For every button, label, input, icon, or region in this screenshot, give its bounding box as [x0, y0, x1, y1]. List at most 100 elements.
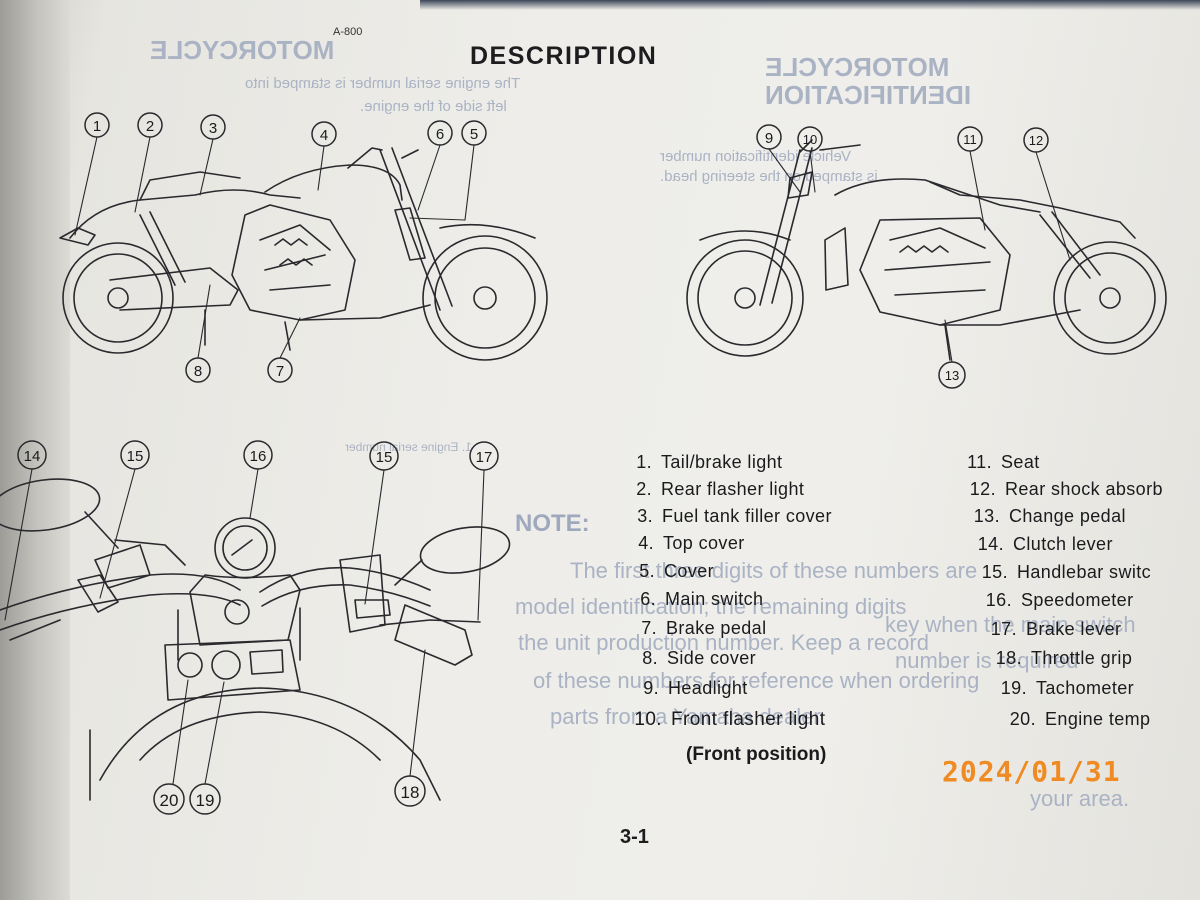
callout-14: 14 — [17, 440, 47, 470]
part-item: 6.Main switch — [624, 589, 763, 610]
rear-wheel — [1053, 241, 1167, 355]
part-label: Rear shock absorb — [1005, 479, 1163, 499]
callout-3: 3 — [200, 114, 226, 140]
callout-1: 1 — [84, 112, 110, 138]
part-number: 11. — [967, 452, 992, 472]
svg-text:11: 11 — [963, 132, 977, 147]
right-mirror — [419, 526, 511, 574]
callout-15: 15 — [369, 441, 399, 471]
part-item: 10.Front flasher light — [622, 709, 825, 731]
svg-text:7: 7 — [276, 363, 284, 380]
left-side-view — [59, 147, 548, 361]
svg-text:2: 2 — [146, 118, 154, 135]
callouts: 1 2 3 4 6 5 8 7 9 10 11 12 13 14 15 16 1… — [17, 112, 1049, 815]
part-label: Tachometer — [1036, 678, 1135, 698]
left-mirror — [0, 478, 101, 532]
svg-text:19: 19 — [196, 791, 215, 810]
part-number: 20. — [1009, 709, 1036, 729]
part-number: 14. — [977, 534, 1004, 554]
callout-8: 8 — [185, 357, 211, 383]
page-code: A-800 — [333, 26, 363, 38]
svg-text:6: 6 — [436, 126, 444, 143]
part-item: 12.Rear shock absorb — [962, 479, 1163, 500]
part-number: 10. — [634, 709, 662, 730]
callout-7: 7 — [267, 357, 293, 383]
part-label: Side cover — [667, 648, 757, 668]
svg-text:10: 10 — [803, 132, 817, 147]
svg-text:5: 5 — [470, 126, 478, 143]
svg-text:12: 12 — [1029, 133, 1043, 148]
callout-18: 18 — [394, 775, 426, 807]
svg-text:8: 8 — [194, 363, 202, 380]
svg-text:13: 13 — [945, 368, 959, 383]
bleed-line: parts from a Yamaha dealer. — [550, 704, 826, 729]
part-label: Brake pedal — [666, 618, 767, 638]
svg-text:15: 15 — [376, 449, 393, 466]
part-number: 18. — [995, 648, 1022, 668]
part-number: 9. — [643, 678, 659, 698]
bleed-line: the unit production number. Keep a recor… — [518, 630, 929, 655]
part-number: 13. — [973, 506, 1000, 526]
part-item: 15. Handlebar switc — [974, 562, 1151, 583]
page-top-edge — [420, 0, 1200, 10]
part-label: Brake lever — [1026, 619, 1122, 639]
svg-text:15: 15 — [127, 448, 144, 465]
part-number: 7. — [641, 618, 657, 638]
front-wheel — [686, 239, 804, 357]
callout-5: 5 — [461, 120, 487, 146]
part-label: Change pedal — [1009, 506, 1126, 526]
callout-12: 12 — [1023, 127, 1049, 153]
part-label: Seat — [1001, 452, 1040, 472]
part-item: 11. Seat — [958, 452, 1040, 473]
leader-lines — [4, 136, 1071, 785]
part-number: 4. — [638, 533, 654, 553]
throttle-grip-shape — [394, 604, 473, 666]
part-number: 3. — [637, 506, 653, 526]
bleed-line: key when the main switch — [885, 612, 1136, 637]
part-item: 2.Rear flasher light — [620, 479, 804, 500]
tachometer-gauge — [211, 650, 241, 680]
part-label: Top cover — [663, 533, 745, 553]
callout-4: 4 — [311, 121, 337, 147]
callout-19: 19 — [189, 783, 221, 815]
svg-text:18: 18 — [401, 783, 420, 802]
svg-text:16: 16 — [250, 448, 267, 465]
bleed-line: your area. — [1030, 786, 1130, 811]
part-number: 15. — [981, 562, 1008, 582]
part-number: 6. — [640, 589, 656, 609]
part-number: 16. — [985, 590, 1012, 610]
part-number: 1. — [636, 452, 652, 472]
handlebar-view — [0, 478, 511, 801]
callout-10: 10 — [797, 126, 823, 152]
page-number: 3-1 — [620, 826, 649, 848]
date-stamp: 2024/01/31 — [942, 755, 1121, 788]
bleed-line: model identification; the remaining digi… — [515, 594, 907, 619]
part-label: Cover — [664, 561, 715, 581]
part-item: 18. Throttle grip — [988, 648, 1132, 669]
part-number: 17. — [990, 619, 1017, 639]
part-label: Throttle grip — [1031, 648, 1133, 668]
part-number: 19. — [1000, 678, 1027, 698]
part-item: 16.Speedometer — [978, 590, 1133, 611]
callout-2: 2 — [137, 112, 163, 138]
part-item: 14. Clutch lever — [970, 534, 1113, 555]
binding-gutter — [0, 0, 70, 900]
callout-6: 6 — [427, 120, 453, 146]
part-label: Rear flasher light — [661, 479, 805, 499]
part-number: 8. — [642, 648, 658, 668]
svg-text:1: 1 — [93, 118, 101, 135]
callout-17: 17 — [469, 441, 499, 471]
callout-16: 16 — [243, 440, 273, 470]
bleed-note: NOTE: — [515, 510, 590, 537]
part-label: Clutch lever — [1013, 534, 1113, 554]
part-number: 5. — [639, 561, 655, 581]
front-wheel — [422, 235, 548, 361]
part-label: Handlebar switc — [1017, 562, 1152, 582]
bleed-line: of these numbers for reference when orde… — [533, 668, 980, 693]
part-label: Tail/brake light — [661, 452, 783, 472]
part-label: Fuel tank filler cover — [662, 506, 832, 526]
part-item: 20.Engine temp — [998, 709, 1150, 730]
